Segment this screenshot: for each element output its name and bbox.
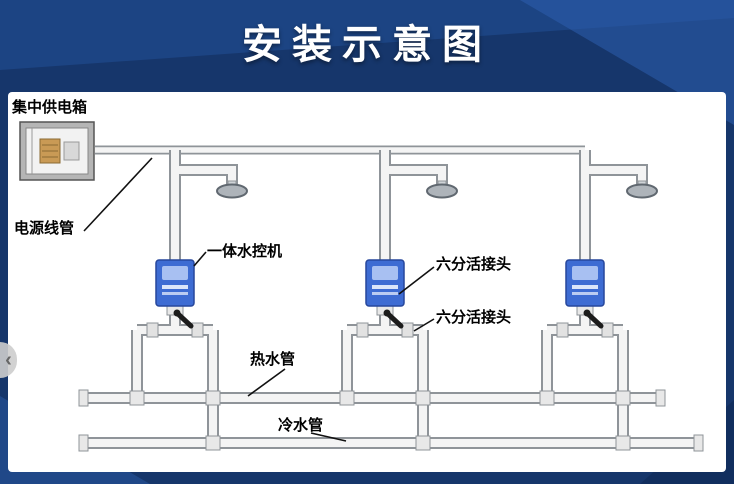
back-arrow-overlay[interactable]: ‹ [0,342,17,378]
label-water-controller: 一体水控机 [207,243,283,260]
label-power-conduit: 电源线管 [14,220,75,237]
page-title: 安装示意图 [242,23,492,67]
power-supply-box [19,121,95,181]
shower-unit-2 [340,150,457,450]
label-union-joint-upper: 六分活接头 [436,256,512,273]
hot-water-pipe [78,389,666,407]
label-union-joint-lower: 六分活接头 [436,309,512,326]
shower-unit-3 [540,150,657,450]
label-cold-water-pipe: 冷水管 [278,417,324,434]
back-arrow-icon: ‹ [5,348,12,371]
cold-water-pipe [78,434,704,452]
shower-unit-1 [130,150,247,450]
label-hot-water-pipe: 热水管 [250,351,296,368]
leader-lines [83,157,435,442]
label-power-box: 集中供电箱 [12,99,88,116]
